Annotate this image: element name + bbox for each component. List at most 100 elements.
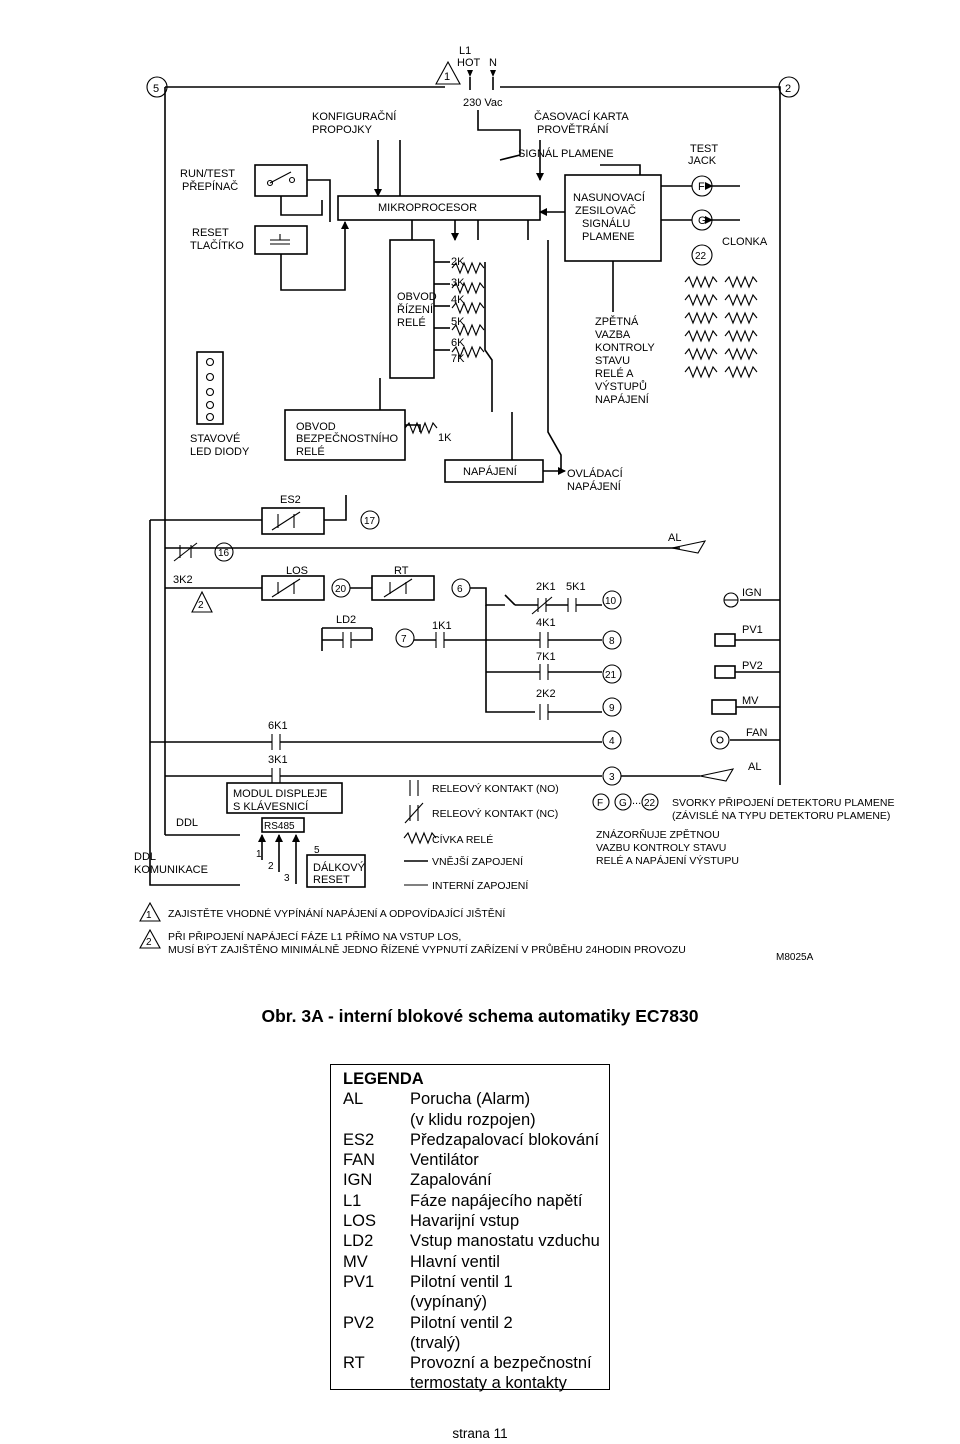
pin-3: 3: [284, 873, 290, 884]
relay-7k: 7K: [451, 353, 465, 365]
timer-card-label-1: ČASOVACÍ KARTA: [534, 110, 629, 123]
legend-desc: Pilotní ventil 2: [410, 1313, 513, 1332]
legend-desc: Pilotní ventil 1: [410, 1272, 513, 1291]
ddl-comm-2: KOMUNIKACE: [134, 864, 208, 876]
supply-block: 1 L1 HOT N 230 Vac: [435, 45, 521, 161]
relay-ctrl-1: OBVOD: [397, 291, 437, 303]
jack-g: G: [698, 215, 707, 227]
legend-desc: Ventilátor: [410, 1151, 479, 1170]
t6: 6: [457, 584, 463, 595]
amp-label-4: PLAMENE: [582, 231, 635, 243]
rs485-label: RS485: [264, 821, 295, 832]
fn2-line2: MUSÍ BÝT ZAJIŠTĚNO MINIMÁLNĚ JEDNO ŘÍZEN…: [168, 943, 686, 956]
feedback-coils: [684, 276, 758, 378]
relay-control-block: [389, 239, 435, 379]
l1-label: L1: [459, 45, 471, 57]
relay-3k: 3K: [451, 277, 465, 289]
remote-reset-block: [306, 854, 366, 888]
amp-label-3: SIGNÁLU: [582, 217, 630, 230]
legend-abbr: FAN: [343, 1151, 376, 1170]
n-label: N: [489, 57, 497, 69]
legend-desc: (vypínaný): [410, 1293, 488, 1312]
legend-item: FAN Ventilátor: [343, 1150, 609, 1170]
relay-2k: 2K: [451, 256, 465, 268]
tri-2: 2: [198, 600, 204, 611]
legend-desc: Fáze napájecího napětí: [410, 1191, 583, 1210]
status-leds: [196, 351, 224, 425]
diagram-code: M8025A: [776, 952, 814, 963]
legend-item: LOS Havarijní vstup: [343, 1211, 609, 1231]
legend-title: LEGENDA: [343, 1070, 424, 1088]
ddl-label: DDL: [176, 817, 198, 829]
key-no: RELEOVÝ KONTAKT (NO): [432, 782, 559, 795]
ctrl-power-2: NAPÁJENÍ: [567, 480, 622, 493]
status-leds-label-1: STAVOVÉ: [190, 432, 240, 445]
tn-22: 22: [644, 798, 656, 809]
k6k1: 6K1: [268, 720, 288, 732]
es2-contact: [261, 507, 325, 535]
fn1-mark: 1: [146, 910, 152, 921]
hot-label: HOT: [457, 57, 481, 69]
load-pv1: PV1: [742, 624, 763, 636]
pin-2: 2: [268, 861, 274, 872]
legend-abbr: PV2: [343, 1313, 375, 1332]
test-jack-label-2: JACK: [688, 155, 717, 167]
t16: 16: [218, 548, 230, 559]
terminal-note: F G ... 22 SVORKY PŘIPOJENÍ DETEKTORU PL…: [592, 793, 895, 867]
run-test-label-1: RUN/TEST: [180, 168, 235, 180]
load-fan: FAN: [746, 727, 767, 739]
feedback-4: STAVU: [595, 355, 630, 367]
run-test-label-2: PŘEPÍNAČ: [182, 180, 238, 193]
legend-desc: Zapalování: [410, 1171, 492, 1190]
legend-abbr: LOS: [343, 1212, 377, 1231]
legend-abbr: RT: [343, 1354, 365, 1373]
display-module-1: MODUL DISPLEJE: [233, 788, 327, 800]
rt-contact: [371, 575, 435, 601]
term-9: 9: [609, 703, 615, 714]
amp-label-2: ZESILOVAČ: [575, 204, 636, 217]
legend-abbr: IGN: [343, 1171, 373, 1190]
safety-relay-1: OBVOD: [296, 421, 336, 433]
fn1-line1: ZAJISTĚTE VHODNÉ VYPÍNÁNÍ NAPÁJENÍ A ODP…: [168, 907, 505, 920]
rt-label: RT: [394, 565, 409, 577]
loads: IGN PV1 PV2 MV FAN AL: [621, 587, 780, 782]
tn-f: F: [597, 798, 603, 809]
legend-desc: Havarijní vstup: [410, 1212, 520, 1231]
al-top: AL: [668, 532, 681, 544]
remote-reset-1: DÁLKOVÝ: [313, 861, 366, 874]
k2k2: 2K2: [536, 688, 556, 700]
reset-button-label-2: TLAČÍTKO: [190, 239, 244, 252]
legend-desc: (v klidu rozpojen): [410, 1110, 536, 1129]
supply-marker: 1: [444, 71, 450, 83]
legend-abbr: MV: [343, 1252, 368, 1271]
k3k2: 3K2: [173, 574, 193, 586]
k5k1: 5K1: [566, 581, 586, 593]
safety-relay-block: [284, 409, 406, 461]
feedback-7: NAPÁJENÍ: [595, 393, 650, 406]
feedback-3: KONTROLY: [595, 342, 655, 354]
legend-abbr: L1: [343, 1191, 362, 1210]
legend-abbr: AL: [343, 1090, 364, 1109]
main-rails: AL ES2 17 16: [150, 494, 707, 562]
legend-desc: Hlavní ventil: [410, 1252, 500, 1271]
ld2-label: LD2: [336, 614, 356, 626]
wiring-diagram: 5 2 1 L1 HOT N 230 Vac KONFIGURAČNÍ PROP…: [134, 45, 895, 963]
reset-button-label-1: RESET: [192, 227, 229, 239]
config-jumpers-label-2: PROPOJKY: [312, 124, 373, 136]
amp-label-1: NASUNOVACÍ: [573, 191, 646, 204]
display-module-2: S KLÁVESNICÍ: [233, 800, 309, 813]
los-label: LOS: [286, 565, 308, 577]
legend-desc: Vstup manostatu vzduchu: [410, 1232, 600, 1251]
jack-22: 22: [695, 251, 707, 262]
footnotes: 1 ZAJISTĚTE VHODNÉ VYPÍNÁNÍ NAPÁJENÍ A O…: [139, 901, 814, 963]
display-module-block: [226, 782, 343, 814]
tn-text-2: (ZÁVISLÉ NA TYPU DETEKTORU PLAMENE): [672, 809, 890, 822]
k2k1: 2K1: [536, 581, 556, 593]
k7k1: 7K1: [536, 651, 556, 663]
test-jack-label-1: TEST: [690, 143, 718, 155]
feedback-5: RELÉ A: [595, 367, 634, 380]
